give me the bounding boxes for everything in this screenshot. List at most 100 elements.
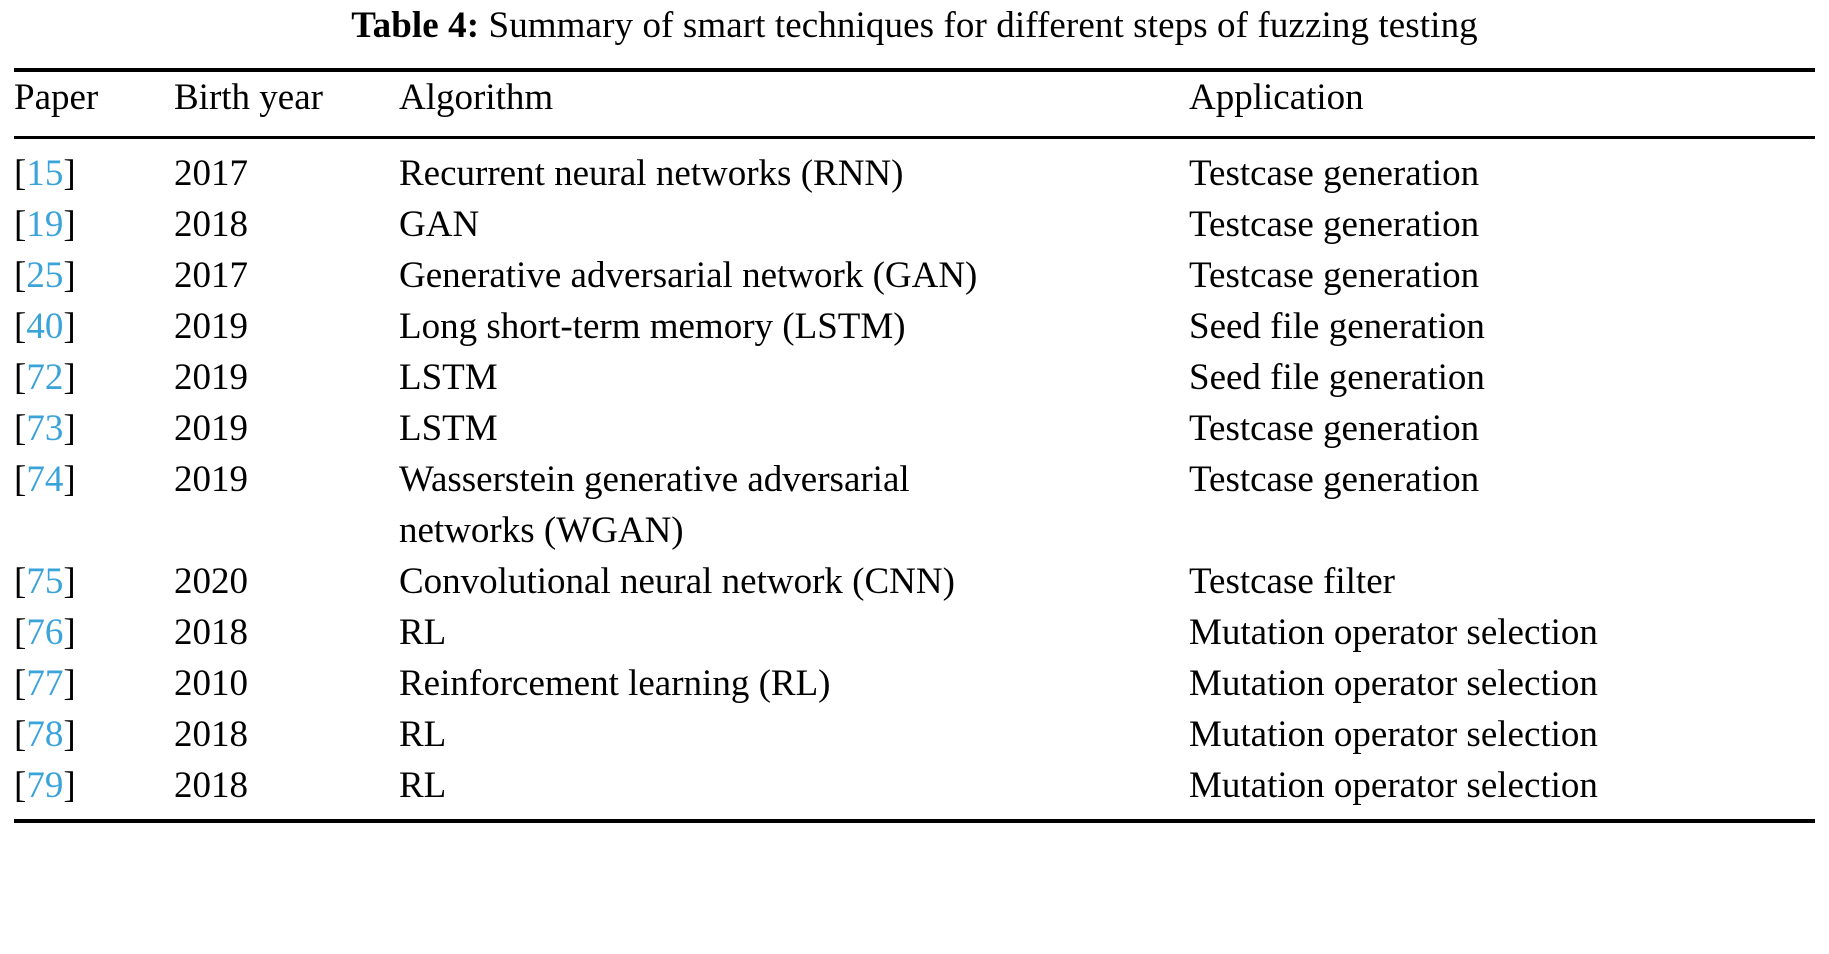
table-row: [74] 2019 Wasserstein generative adversari… xyxy=(14,454,1815,556)
cell-application: Seed file generation xyxy=(1189,357,1485,398)
cell-application: Testcase generation xyxy=(1189,255,1480,296)
citation-bracket-close: ] xyxy=(63,765,76,806)
cell-paper: [79] xyxy=(14,760,174,819)
citation-bracket-close: ] xyxy=(63,714,76,755)
citation-link[interactable]: [74] xyxy=(14,459,76,500)
citation-number[interactable]: 79 xyxy=(26,765,64,806)
citation-number[interactable]: 77 xyxy=(26,663,64,704)
cell-paper: [78] xyxy=(14,709,174,760)
citation-link[interactable]: [79] xyxy=(14,765,76,806)
cell-algorithm: RL xyxy=(399,760,1189,819)
column-header-algorithm: Algorithm xyxy=(399,77,554,118)
citation-number[interactable]: 25 xyxy=(26,255,64,296)
cell-paper: [72] xyxy=(14,352,174,403)
citation-bracket-open: [ xyxy=(14,561,27,602)
cell-application: Mutation operator selection xyxy=(1189,612,1598,653)
summary-table: Paper Birth year Algorithm Application xyxy=(14,72,1815,136)
cell-birth-year: 2017 xyxy=(174,255,248,296)
cell-birth-year: 2018 xyxy=(174,714,248,755)
citation-number[interactable]: 74 xyxy=(26,459,64,500)
cell-application: Testcase filter xyxy=(1189,561,1395,602)
citation-number[interactable]: 40 xyxy=(26,306,64,347)
citation-bracket-close: ] xyxy=(63,357,76,398)
citation-bracket-open: [ xyxy=(14,459,27,500)
citation-link[interactable]: [77] xyxy=(14,663,76,704)
cell-birth-year: 2019 xyxy=(174,459,248,500)
table-caption-text: Summary of smart techniques for differen… xyxy=(488,5,1478,46)
algorithm-line-1: Reinforcement learning (RL) xyxy=(399,663,831,704)
citation-link[interactable]: [75] xyxy=(14,561,76,602)
citation-number[interactable]: 76 xyxy=(26,612,64,653)
algorithm-line-1: LSTM xyxy=(399,408,498,449)
citation-number[interactable]: 75 xyxy=(26,561,64,602)
cell-paper: [75] xyxy=(14,556,174,607)
algorithm-line-1: Convolutional neural network (CNN) xyxy=(399,561,955,602)
table-top-rule xyxy=(14,68,1815,72)
citation-number[interactable]: 73 xyxy=(26,408,64,449)
citation-bracket-open: [ xyxy=(14,408,27,449)
cell-paper: [15] xyxy=(14,139,174,199)
citation-bracket-close: ] xyxy=(63,459,76,500)
citation-number[interactable]: 78 xyxy=(26,714,64,755)
table-row: [75] 2020 Convolutional neural network (CN… xyxy=(14,556,1815,607)
cell-algorithm: Long short-term memory (LSTM) xyxy=(399,301,1189,352)
cell-application: Testcase generation xyxy=(1189,204,1480,245)
cell-birth-year: 2010 xyxy=(174,663,248,704)
citation-link[interactable]: [73] xyxy=(14,408,76,449)
cell-algorithm: RL xyxy=(399,607,1189,658)
cell-paper: [73] xyxy=(14,403,174,454)
cell-birth-year: 2020 xyxy=(174,561,248,602)
citation-link[interactable]: [15] xyxy=(14,153,76,194)
citation-bracket-close: ] xyxy=(63,663,76,704)
table-caption: Table 4: Summary of smart techniques for… xyxy=(14,0,1815,50)
cell-application: Mutation operator selection xyxy=(1189,714,1598,755)
cell-birth-year: 2018 xyxy=(174,204,248,245)
citation-link[interactable]: [19] xyxy=(14,204,76,245)
citation-bracket-close: ] xyxy=(63,561,76,602)
citation-bracket-close: ] xyxy=(63,612,76,653)
cell-application: Testcase generation xyxy=(1189,408,1480,449)
citation-bracket-open: [ xyxy=(14,663,27,704)
citation-link[interactable]: [40] xyxy=(14,306,76,347)
algorithm-line-1: RL xyxy=(399,612,447,653)
algorithm-line-2: networks (WGAN) xyxy=(399,510,684,551)
citation-number[interactable]: 19 xyxy=(26,204,64,245)
cell-algorithm: LSTM xyxy=(399,352,1189,403)
table-header-row: Paper Birth year Algorithm Application xyxy=(14,72,1815,136)
cell-paper: [25] xyxy=(14,250,174,301)
cell-birth-year: 2018 xyxy=(174,765,248,806)
table-row: [25] 2017 Generative adversarial network (… xyxy=(14,250,1815,301)
algorithm-line-1: GAN xyxy=(399,204,480,245)
citation-bracket-open: [ xyxy=(14,612,27,653)
citation-link[interactable]: [72] xyxy=(14,357,76,398)
algorithm-line-1: Long short-term memory (LSTM) xyxy=(399,306,906,347)
table-header-rule xyxy=(14,136,1815,139)
citation-link[interactable]: [78] xyxy=(14,714,76,755)
citation-bracket-open: [ xyxy=(14,204,27,245)
cell-paper: [74] xyxy=(14,454,174,556)
citation-bracket-close: ] xyxy=(63,408,76,449)
cell-birth-year: 2017 xyxy=(174,153,248,194)
cell-algorithm: Recurrent neural networks (RNN) xyxy=(399,139,1189,199)
citation-bracket-open: [ xyxy=(14,765,27,806)
cell-application: Mutation operator selection xyxy=(1189,765,1598,806)
table-row: [78] 2018 RL Mutation operator selection xyxy=(14,709,1815,760)
citation-link[interactable]: [76] xyxy=(14,612,76,653)
citation-number[interactable]: 15 xyxy=(26,153,64,194)
cell-algorithm: Reinforcement learning (RL) xyxy=(399,658,1189,709)
algorithm-line-1: Generative adversarial network (GAN) xyxy=(399,255,978,296)
citation-number[interactable]: 72 xyxy=(26,357,64,398)
algorithm-line-1: RL xyxy=(399,714,447,755)
citation-bracket-open: [ xyxy=(14,255,27,296)
citation-link[interactable]: [25] xyxy=(14,255,76,296)
column-header-application: Application xyxy=(1189,77,1364,118)
